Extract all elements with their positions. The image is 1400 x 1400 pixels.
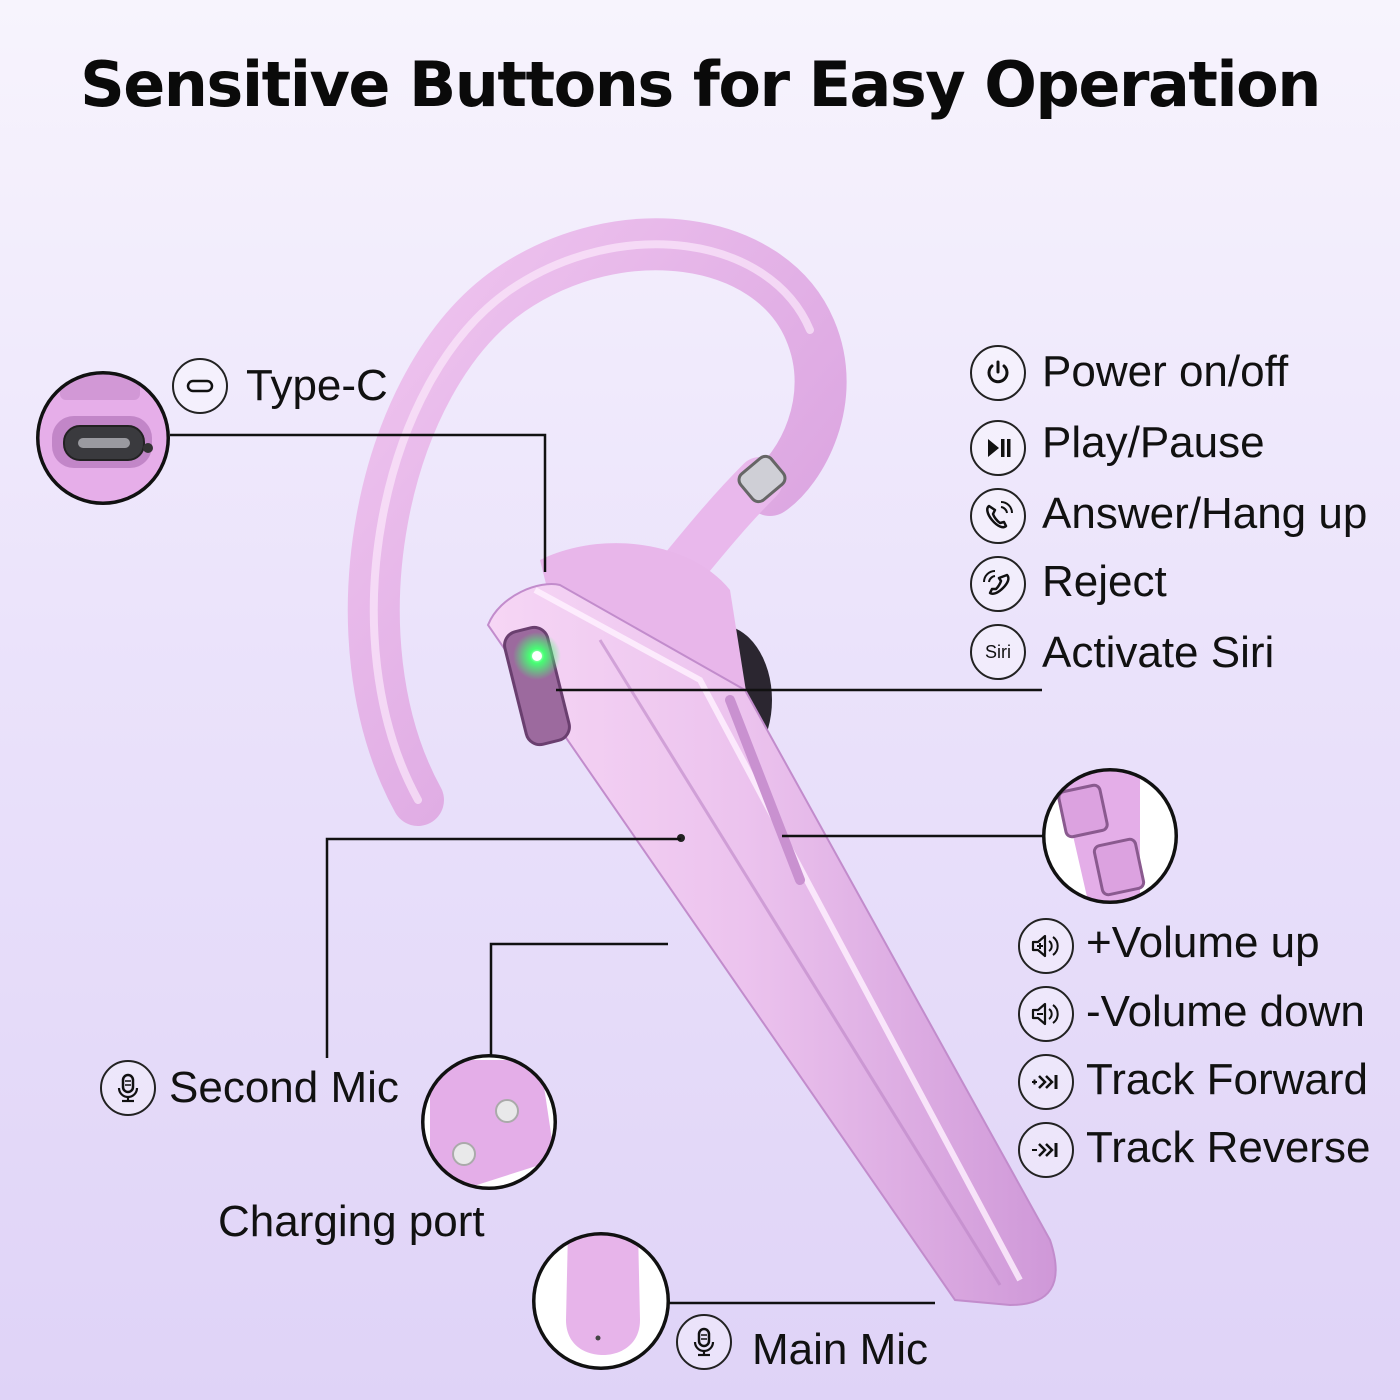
hinge-ring xyxy=(737,454,787,504)
main-mic-label: Main Mic xyxy=(752,1325,929,1374)
function-label-volume-down: -Volume down xyxy=(1086,987,1365,1036)
main-mic-closeup xyxy=(532,1232,670,1370)
track-forward-icon xyxy=(1018,1054,1074,1110)
volume-down-icon xyxy=(1018,986,1074,1042)
track-reverse-icon xyxy=(1018,1122,1074,1178)
charging-port-label: Charging port xyxy=(218,1197,485,1246)
function-label-volume-up: +Volume up xyxy=(1086,918,1320,967)
phone-answer-icon xyxy=(970,488,1026,544)
usb-c-port-icon xyxy=(172,358,228,414)
volume-up-icon xyxy=(1018,918,1074,974)
headline: Sensitive Buttons for Easy Operation xyxy=(80,48,1321,121)
play-pause-icon xyxy=(970,420,1026,476)
function-label-siri: Activate Siri xyxy=(1042,628,1275,677)
second-mic-label: Second Mic xyxy=(169,1063,399,1112)
phone-reject-icon xyxy=(970,556,1026,612)
siri-badge-text: Siri xyxy=(985,641,1011,662)
type-c-closeup xyxy=(36,371,170,505)
microphone-icon xyxy=(100,1060,156,1116)
function-label-power: Power on/off xyxy=(1042,347,1289,396)
function-label-answer: Answer/Hang up xyxy=(1042,489,1368,538)
siri-icon: Siri xyxy=(970,624,1026,680)
microphone-icon xyxy=(676,1314,732,1370)
function-label-track-forward: Track Forward xyxy=(1086,1055,1368,1104)
earpiece-body xyxy=(486,583,1057,1307)
function-label-play-pause: Play/Pause xyxy=(1042,418,1265,467)
function-label-track-reverse: Track Reverse xyxy=(1086,1123,1371,1172)
type-c-label: Type-C xyxy=(246,361,388,410)
charging-port-closeup xyxy=(421,1054,557,1190)
volume-buttons-closeup xyxy=(1042,768,1178,904)
function-label-reject: Reject xyxy=(1042,557,1167,606)
power-icon xyxy=(970,345,1026,401)
